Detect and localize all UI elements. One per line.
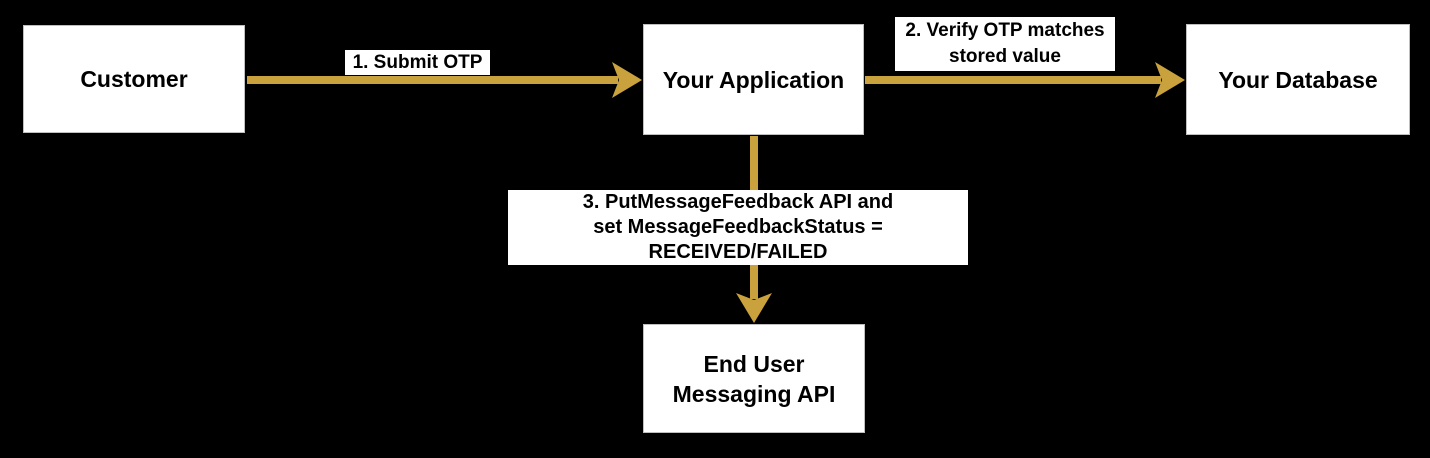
edge-submit-otp-arrowhead bbox=[612, 62, 642, 98]
node-customer-label: Customer bbox=[80, 66, 188, 92]
edge-label-verify-otp-line2: stored value bbox=[949, 46, 1061, 67]
node-end-user-messaging-api-label-line2: Messaging API bbox=[672, 380, 836, 407]
node-your-application-label: Your Application bbox=[662, 66, 845, 93]
edge-label-put-message-feedback-line1: 3. PutMessageFeedback API and bbox=[582, 191, 894, 213]
edge-label-put-message-feedback: 3. PutMessageFeedback API and set Messag… bbox=[508, 190, 968, 265]
edge-put-message-feedback-arrowhead bbox=[736, 293, 772, 323]
node-your-database: Your Database bbox=[1186, 24, 1410, 135]
edge-label-put-message-feedback-line2: set MessageFeedbackStatus = RECEIVED/FAI… bbox=[593, 216, 883, 263]
edge-label-submit-otp-text: 1. Submit OTP bbox=[352, 52, 483, 73]
edge-label-verify-otp: 2. Verify OTP matches stored value bbox=[895, 17, 1115, 71]
node-your-application: Your Application bbox=[643, 24, 864, 135]
node-your-database-label: Your Database bbox=[1218, 66, 1378, 93]
edge-label-submit-otp: 1. Submit OTP bbox=[345, 50, 490, 75]
edge-verify-otp-arrowhead bbox=[1155, 62, 1185, 98]
edge-label-verify-otp-line1: 2. Verify OTP matches bbox=[905, 20, 1105, 41]
node-customer: Customer bbox=[23, 25, 245, 133]
node-end-user-messaging-api: End User Messaging API bbox=[643, 324, 865, 433]
node-end-user-messaging-api-label-line1: End User bbox=[703, 350, 805, 377]
